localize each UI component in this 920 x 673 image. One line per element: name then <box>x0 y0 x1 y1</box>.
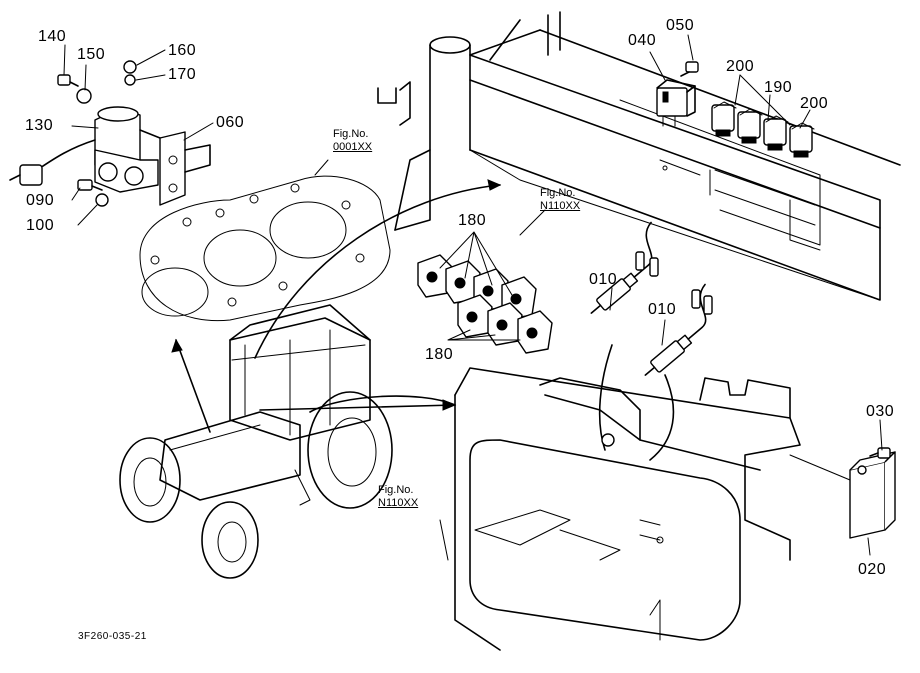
console-frame <box>454 344 801 651</box>
part-label-010b: 010 <box>648 301 677 318</box>
part-label-020: 020 <box>858 561 887 578</box>
part-label-030: 030 <box>866 403 895 420</box>
figure-ref-number: N110XX <box>378 497 419 509</box>
part-label-200b: 200 <box>800 95 829 112</box>
sensor-group <box>590 221 713 376</box>
figure-ref-n110xx-bottom[interactable]: Fig.No. N110XX <box>378 484 418 510</box>
part-label-040: 040 <box>628 32 657 49</box>
figure-ref-number: N110XX <box>540 200 581 212</box>
part-label-160: 160 <box>168 42 197 59</box>
figure-ref-caption: Fig.No. <box>378 484 414 496</box>
part-label-190: 190 <box>764 79 793 96</box>
relay-cluster <box>656 61 815 158</box>
part-label-170: 170 <box>168 66 197 83</box>
figure-ref-caption: Fig.No. <box>333 128 369 140</box>
part-label-010a: 010 <box>589 271 618 288</box>
figure-ref-number: 0001XX <box>333 141 373 153</box>
part-label-200a: 200 <box>726 58 755 75</box>
solenoid-assembly <box>9 60 391 322</box>
part-label-150: 150 <box>77 46 106 63</box>
part-020-bracket <box>849 447 896 539</box>
leader-lines <box>63 34 883 561</box>
tractor-drawing <box>119 304 393 579</box>
part-label-100: 100 <box>26 217 55 234</box>
connector-group <box>417 231 553 354</box>
drawing-code: 3F260-035-21 <box>78 631 147 642</box>
part-label-130: 130 <box>25 117 54 134</box>
figure-ref-caption: Fig.No. <box>540 187 576 199</box>
frame-structure <box>377 11 901 301</box>
part-label-140: 140 <box>38 28 67 45</box>
figure-ref-n110xx-top[interactable]: Fig.No. N110XX <box>540 187 580 213</box>
part-label-050: 050 <box>666 17 695 34</box>
part-label-090: 090 <box>26 192 55 209</box>
part-label-180a: 180 <box>458 212 487 229</box>
figure-ref-0001xx[interactable]: Fig.No. 0001XX <box>333 128 372 154</box>
part-label-060: 060 <box>216 114 245 131</box>
part-label-180b: 180 <box>425 346 454 363</box>
